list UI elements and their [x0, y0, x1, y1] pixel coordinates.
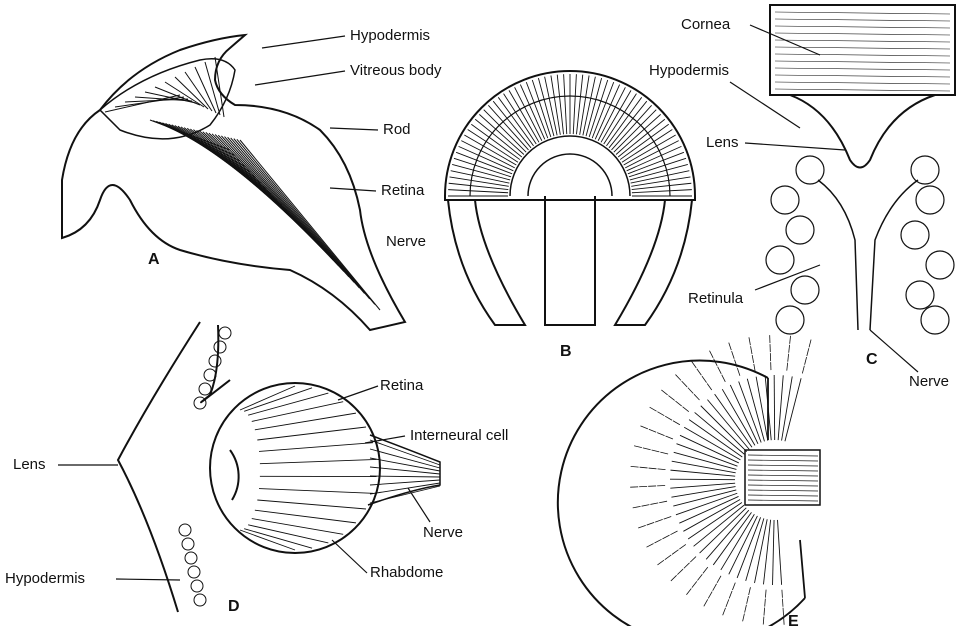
label-lens-d: Lens	[13, 456, 46, 473]
panel-letter-d: D	[228, 598, 240, 615]
label-interneural-cell: Interneural cell	[410, 427, 508, 444]
label-nerve-d: Nerve	[423, 524, 463, 541]
figure-e-eye	[558, 335, 820, 626]
label-cornea: Cornea	[681, 16, 731, 33]
figure-c-eye	[766, 5, 955, 334]
panel-letter-c: C	[866, 351, 878, 368]
label-retina-a: Retina	[381, 182, 425, 199]
label-hypodermis-a: Hypodermis	[350, 27, 430, 44]
label-hypodermis-d: Hypodermis	[5, 570, 85, 587]
panel-letter-b: B	[560, 343, 572, 360]
label-hypodermis-c: Hypodermis	[649, 62, 729, 79]
label-vitreous-body: Vitreous body	[350, 62, 442, 79]
panel-letter-e: E	[788, 613, 799, 626]
label-lens-c: Lens	[706, 134, 739, 151]
panel-letter-a: A	[148, 251, 160, 268]
label-retina-d: Retina	[380, 377, 424, 394]
figure-b-eye	[445, 71, 695, 325]
label-retinula: Retinula	[688, 290, 744, 307]
label-rhabdome: Rhabdome	[370, 564, 443, 581]
figure-a-eye	[62, 35, 405, 330]
label-nerve-c: Nerve	[909, 373, 949, 390]
label-nerve-a: Nerve	[386, 233, 426, 250]
label-rod: Rod	[383, 121, 411, 138]
